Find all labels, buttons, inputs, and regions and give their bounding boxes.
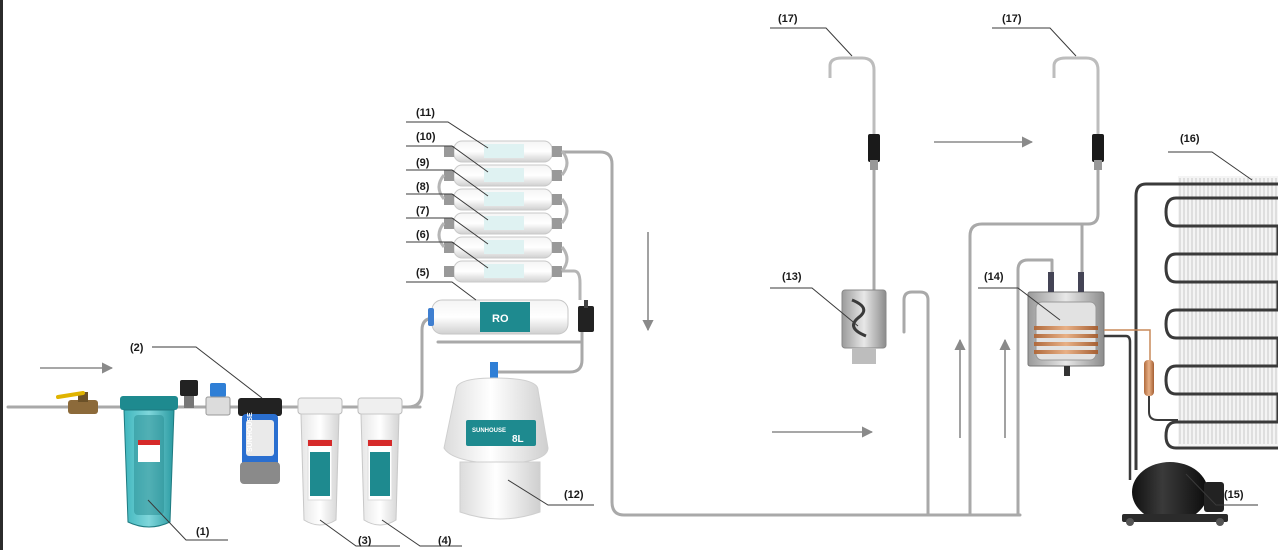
leader-4 — [381, 519, 462, 547]
callout-leaders — [147, 27, 1258, 547]
filter-housing-4 — [357, 397, 403, 526]
inline-filter-stack — [437, 140, 582, 300]
left-border — [0, 0, 3, 550]
inline-filter-9 — [444, 188, 562, 211]
faucet-icon — [828, 56, 880, 170]
condenser-icon — [1134, 176, 1278, 470]
leader-6 — [406, 241, 489, 269]
leader-11 — [406, 121, 489, 149]
callout-17a: (17) — [778, 13, 798, 25]
solenoid-icon — [578, 300, 594, 332]
callout-7: (7) — [416, 205, 430, 217]
callout-10: (10) — [416, 131, 436, 143]
callout-13: (13) — [782, 271, 802, 283]
line-to-13 — [902, 290, 930, 517]
ro-membrane-label: RO — [492, 313, 509, 325]
inline-filter-11 — [444, 140, 562, 163]
pipes — [6, 150, 1100, 517]
leader-5 — [406, 281, 477, 301]
inline-filter-8 — [444, 212, 562, 235]
leader-3 — [319, 519, 400, 547]
valve-icon — [56, 391, 98, 414]
callout-5: (5) — [416, 267, 430, 279]
callout-1: (1) — [196, 526, 210, 538]
filter-housing-3 — [297, 397, 343, 526]
pressure-tank-12: SUNHOUSE 8L — [443, 362, 549, 520]
leader-1 — [147, 499, 228, 541]
inline-filter-6 — [444, 260, 562, 283]
filter-drier — [1104, 329, 1178, 421]
callout-labels: (1) (2) (3) (4) (5) (6) (7) (8) (9) (10)… — [130, 13, 1244, 547]
flow-arrows — [40, 136, 1034, 438]
riser-14 — [1016, 258, 1054, 517]
callout-8: (8) — [416, 181, 430, 193]
callout-17b: (17) — [1002, 13, 1022, 25]
solenoid-icon — [180, 380, 231, 416]
inline-filter-10 — [444, 164, 562, 187]
riser-to-ro — [406, 316, 436, 409]
callout-15: (15) — [1224, 489, 1244, 501]
callout-9: (9) — [416, 157, 430, 169]
callout-14: (14) — [984, 271, 1004, 283]
callout-16: (16) — [1180, 133, 1200, 145]
tank-line — [496, 328, 584, 374]
leader-7 — [406, 217, 489, 245]
hot-tank-14 — [1027, 272, 1105, 376]
callout-11: (11) — [416, 107, 435, 119]
leader-13 — [770, 287, 859, 327]
booster-pump-2: SUNHOUSE — [238, 398, 282, 484]
leader-12 — [507, 479, 594, 506]
leader-10 — [406, 145, 489, 173]
callout-12: (12) — [564, 489, 584, 501]
callout-2: (2) — [130, 342, 144, 354]
tank-capacity-text: 8L — [512, 434, 524, 445]
pump-brand-text: SUNHOUSE — [247, 412, 254, 452]
faucet-icon — [1052, 56, 1104, 170]
leader-15 — [1185, 473, 1258, 506]
line-17b-down — [1086, 168, 1100, 226]
riser-17b — [968, 222, 1090, 517]
cold-tank-13 — [841, 289, 887, 364]
leader-16 — [1168, 151, 1253, 181]
leader-17b — [992, 27, 1077, 57]
inline-filter-7 — [444, 236, 562, 259]
leader-2 — [152, 346, 263, 399]
callout-4: (4) — [438, 535, 452, 547]
product-line — [554, 150, 1022, 517]
leader-9 — [406, 169, 489, 197]
sediment-housing-1 — [120, 396, 178, 528]
leader-8 — [406, 193, 489, 221]
callout-6: (6) — [416, 229, 430, 241]
leader-14 — [978, 287, 1061, 321]
leader-17a — [770, 27, 853, 57]
callout-3: (3) — [358, 535, 372, 547]
ro-membrane-5: RO — [428, 299, 569, 335]
tank-brand-text: SUNHOUSE — [472, 428, 506, 434]
